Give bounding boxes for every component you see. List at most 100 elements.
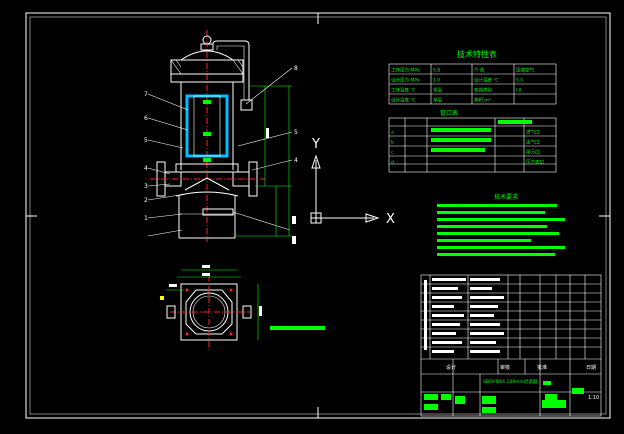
- nozzle-table: [388, 117, 557, 173]
- top-outlet-pipe-inner: [216, 45, 245, 100]
- part-entry-4: [470, 287, 492, 290]
- nozzle-cell-0-0: a: [391, 131, 394, 136]
- drawing-scale: 1:10: [588, 395, 599, 401]
- internal-mark-1: [203, 100, 211, 104]
- tech-cell-2-1: 常温: [433, 87, 442, 94]
- tube-sheet: [175, 163, 239, 173]
- title-block-labels: 设计 审核 批准 日期: [446, 364, 596, 371]
- balloon-5: 5: [144, 137, 148, 144]
- req-line-5: [437, 232, 559, 235]
- dim-text-block-3: [266, 128, 269, 138]
- balloon-3: 3: [144, 183, 148, 190]
- plan-view-dimensions: [160, 265, 262, 340]
- req-line-6: [437, 239, 531, 242]
- nozzle-bar-1: [431, 128, 491, 132]
- plan-dim-text-2: [202, 273, 210, 276]
- leader-5r: [237, 131, 293, 147]
- tech-cell-1-3: 5.5: [516, 78, 523, 84]
- tech-cell-2-0: 工作温度 ℃: [391, 87, 415, 94]
- plan-mark-yellow: [160, 296, 164, 300]
- leader-5: [147, 139, 184, 149]
- drawing-title: SBSV-BX4 100mm过滤器: [483, 378, 538, 385]
- filter-core: [193, 95, 221, 157]
- tech-cell-1-2: 设计温度 ℃: [474, 77, 498, 84]
- req-line-4: [437, 225, 547, 228]
- nozzle-cell-2-3: 排污口: [526, 149, 540, 156]
- part-entry-6: [470, 296, 504, 299]
- top-dome: [180, 50, 234, 61]
- balloon-8: 8: [294, 65, 298, 72]
- req-line-8: [437, 253, 555, 256]
- bolt-hole-2: [229, 288, 233, 292]
- part-entry-15: [432, 341, 462, 344]
- req-line-3: [437, 218, 565, 221]
- filter-plan-view: [166, 275, 252, 350]
- tb-label-approve: 批准: [537, 364, 547, 371]
- part-entry-3: [432, 287, 458, 290]
- tb-green-6: [482, 407, 496, 413]
- tech-cell-3-1: 常温: [433, 97, 442, 104]
- balloon-labels: 7 6 5 4 3 2 1 8 5 4: [144, 65, 298, 222]
- plan-view-caption-bar: [270, 326, 325, 330]
- balloon-4r: 4: [294, 157, 298, 164]
- part-entry-7: [432, 305, 454, 308]
- tb-green-10: [542, 400, 566, 408]
- nozzle-cell-3-0: d: [391, 160, 394, 166]
- title-block-green-fields: [424, 381, 584, 413]
- part-entry-2: [470, 278, 500, 281]
- req-line-7: [437, 246, 565, 249]
- tb-green-3: [424, 404, 438, 410]
- ucs-x-label: X: [386, 212, 395, 227]
- part-entry-12: [470, 323, 500, 326]
- part-number-column: [424, 280, 427, 350]
- leader-2l: [147, 193, 187, 201]
- tech-cell-0-1: 0.8: [433, 68, 440, 74]
- tb-green-4: [455, 396, 465, 404]
- balloon-2: 2: [144, 197, 148, 204]
- octagon-flange: [185, 289, 233, 335]
- gauge-connector: [240, 99, 253, 111]
- leader-8: [245, 67, 293, 105]
- nozzle-bar-4: [498, 120, 532, 124]
- nozzle-table-bars: [431, 120, 532, 152]
- part-entry-16: [470, 341, 496, 344]
- dim-text-block-2: [292, 236, 296, 244]
- balloon-4: 4: [144, 165, 148, 172]
- tb-green-2: [441, 394, 451, 400]
- plan-nozzle-right: [242, 305, 252, 319]
- bolt-hole-4: [229, 332, 233, 336]
- tb-green-9: [572, 388, 584, 394]
- balloon-6: 6: [144, 115, 148, 122]
- leader-6: [147, 117, 189, 131]
- title-block-border: [420, 274, 602, 417]
- plan-dim-text-1: [202, 265, 210, 268]
- tb-green-8: [545, 394, 557, 400]
- leader-0l: [147, 229, 183, 237]
- ucs-x-arrow: [365, 213, 380, 223]
- tech-cell-2-3: Ⅰ.Ⅱ: [516, 88, 521, 94]
- plan-nozzle-left: [166, 305, 176, 319]
- drawing-frame: [25, 12, 611, 419]
- bolt-hole-1: [185, 288, 189, 292]
- nozzle-cell-1-0: b: [391, 140, 394, 146]
- tech-cell-1-0: 设计压力 MPa: [391, 77, 420, 84]
- tb-green-5: [482, 396, 496, 404]
- tb-green-1: [424, 394, 438, 400]
- balloon-7: 7: [144, 91, 148, 98]
- filter-front-view: [150, 30, 291, 242]
- nozzle-bar-2: [431, 138, 491, 142]
- tech-table: [388, 63, 557, 105]
- leader-3l: [147, 183, 171, 187]
- part-entry-9: [432, 314, 464, 317]
- flange-hatch: [170, 59, 244, 75]
- internal-mark-3: [203, 158, 211, 162]
- nozzle-table-border: [388, 117, 557, 173]
- plan-dim-text-3: [259, 306, 262, 316]
- tb-label-design: 设计: [446, 364, 456, 371]
- balloon-5r: 5: [294, 129, 298, 136]
- part-entry-14: [470, 332, 504, 335]
- nozzle-cell-0-3: 进气口: [526, 129, 540, 136]
- nozzle-cell-3-3: 压力表口: [526, 159, 544, 166]
